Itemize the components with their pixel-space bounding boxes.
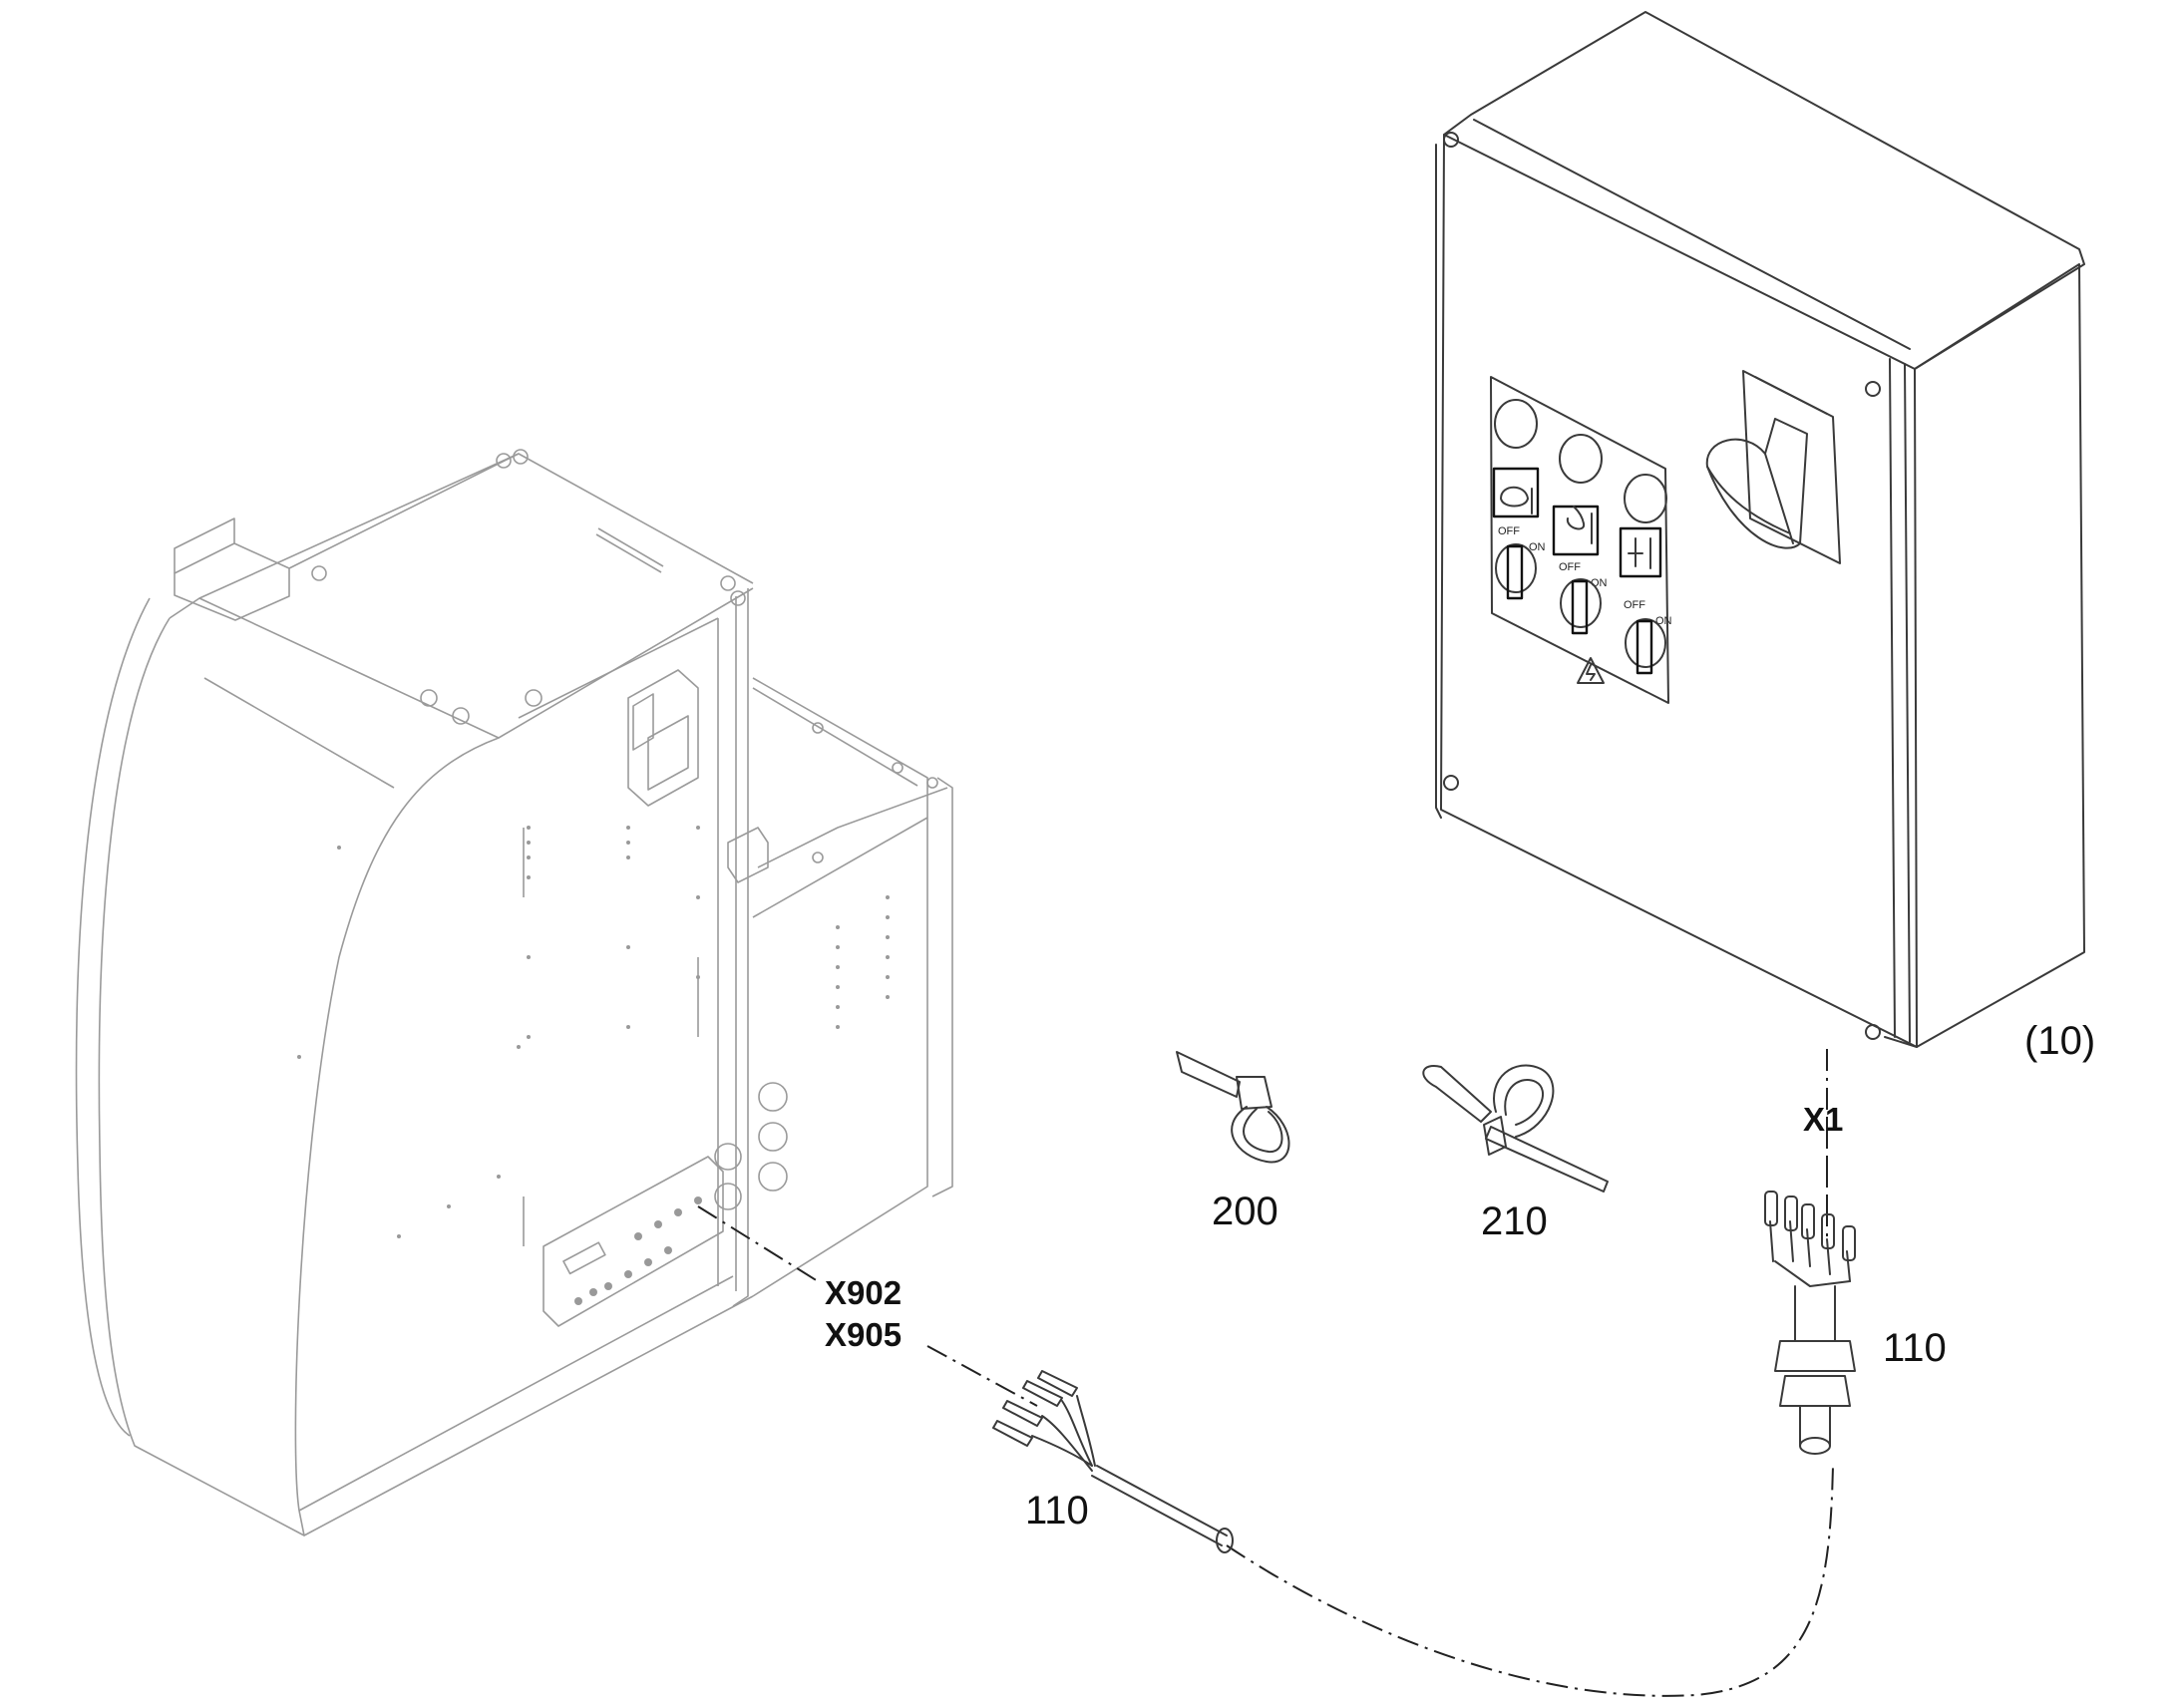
machine-housing (75, 449, 953, 1537)
route-line (926, 1345, 1038, 1407)
rotary-switch (1560, 578, 1602, 635)
cable-tie (1176, 1051, 1290, 1164)
switch-off-label: OFF (1498, 525, 1520, 537)
label-cable-left: 110 (1025, 1489, 1089, 1533)
main-switch (1705, 370, 1841, 564)
switch-off-label: OFF (1559, 561, 1581, 573)
warning-icon (1577, 657, 1605, 684)
label-clip: 210 (1481, 1199, 1548, 1243)
switch-on-label: ON (1655, 615, 1672, 627)
cable-harness (992, 1370, 1234, 1553)
label-box-ref: (10) (2024, 1019, 2095, 1063)
rotary-switch (1625, 618, 1666, 675)
route-line (1226, 1465, 1834, 1697)
rotary-switch (1495, 543, 1537, 600)
control-box: OFF ON OFF ON OFF ON (1435, 11, 2085, 1048)
label-connector-x1: X1 (1803, 1101, 1843, 1138)
label-cable-tie: 200 (1212, 1190, 1278, 1233)
label-connector-x902: X902 (825, 1274, 902, 1311)
route-line (697, 1205, 819, 1282)
switch-on-label: ON (1529, 541, 1546, 553)
cable-gland (1764, 1191, 1856, 1455)
label-connector-x905: X905 (825, 1316, 902, 1353)
cable-clip (1422, 1064, 1609, 1193)
label-cable-right: 110 (1883, 1326, 1947, 1370)
indicator-lamp (1559, 434, 1603, 484)
switch-off-label: OFF (1624, 599, 1645, 611)
